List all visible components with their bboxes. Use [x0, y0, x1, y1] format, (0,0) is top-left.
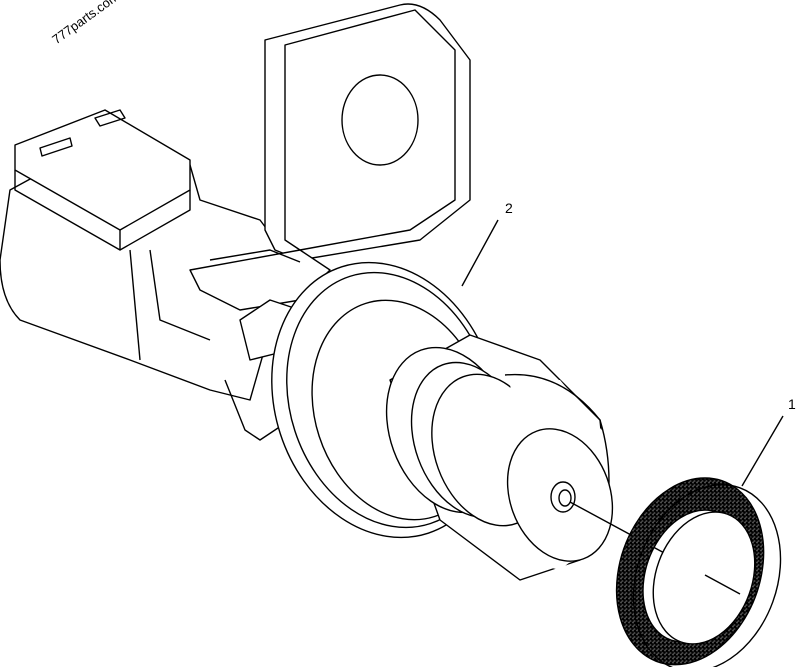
sensor-body — [385, 334, 614, 581]
washer — [615, 477, 782, 667]
leader-line-1 — [741, 415, 784, 487]
connector — [0, 109, 291, 401]
callout-2: 2 — [505, 200, 513, 216]
leader-line-2 — [461, 219, 499, 287]
callout-1: 1 — [788, 396, 796, 412]
